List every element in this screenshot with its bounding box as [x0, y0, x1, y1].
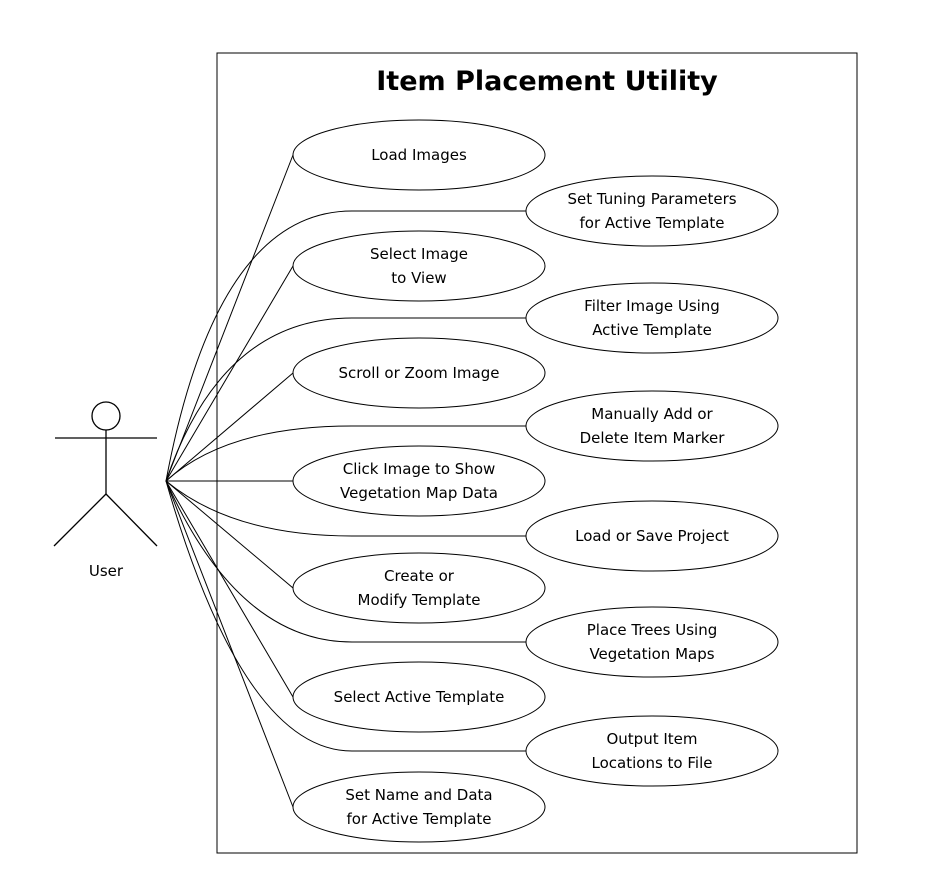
use-case-label-filter-image: Filter Image Using — [584, 297, 720, 315]
use-case-label-select-active-template: Select Active Template — [334, 688, 505, 706]
use-case-scroll-zoom-image — [292, 337, 546, 409]
use-case-load-images — [292, 119, 546, 191]
use-case-label-output-item-locations: Output Item — [606, 730, 697, 748]
use-case-label-click-image-vegetation: Vegetation Map Data — [340, 484, 498, 502]
actor-right-leg — [105, 493, 158, 547]
use-case-label-scroll-zoom-image: Scroll or Zoom Image — [339, 364, 500, 382]
use-case-click-image-vegetation — [292, 445, 546, 517]
use-case-label-add-delete-marker: Manually Add or — [591, 405, 713, 423]
association-load-save-project — [165, 480, 526, 537]
use-case-label-set-tuning-parameters: for Active Template — [579, 214, 724, 232]
use-case-select-active-template — [292, 661, 546, 733]
association-lines — [165, 154, 526, 808]
use-case-set-name-data — [292, 771, 546, 843]
use-case-create-modify-template — [292, 552, 546, 624]
use-case-label-click-image-vegetation: Click Image to Show — [343, 460, 496, 478]
use-case-label-place-trees: Place Trees Using — [587, 621, 717, 639]
use-case-label-load-save-project: Load or Save Project — [575, 527, 729, 545]
use-case-label-output-item-locations: Locations to File — [592, 754, 713, 772]
association-add-delete-marker — [165, 425, 526, 482]
use-case-label-create-modify-template: Create or — [384, 567, 455, 585]
use-case-set-tuning-parameters — [525, 175, 779, 247]
use-case-add-delete-marker — [525, 390, 779, 462]
association-set-name-data — [165, 480, 294, 808]
association-create-modify-template — [165, 480, 294, 589]
association-set-tuning-parameters — [165, 210, 526, 482]
use-case-label-select-image-to-view: Select Image — [370, 245, 468, 263]
use-case-label-place-trees: Vegetation Maps — [589, 645, 714, 663]
use-case-filter-image — [525, 282, 779, 354]
association-load-images — [165, 154, 294, 482]
use-case-select-image-to-view — [292, 230, 546, 302]
use-case-label-add-delete-marker: Delete Item Marker — [580, 429, 726, 447]
actor-left-leg — [53, 493, 107, 547]
association-select-active-template — [165, 480, 294, 698]
actor-head — [91, 401, 121, 431]
association-select-image-to-view — [165, 265, 294, 482]
use-case-label-set-tuning-parameters: Set Tuning Parameters — [567, 190, 736, 208]
use-case-place-trees — [525, 606, 779, 678]
association-output-item-locations — [165, 480, 526, 752]
use-case-label-filter-image: Active Template — [592, 321, 712, 339]
association-filter-image — [165, 317, 526, 482]
association-place-trees — [165, 480, 526, 643]
actor-user — [53, 401, 158, 547]
use-case-output-item-locations — [525, 715, 779, 787]
actor-label: User — [89, 562, 124, 580]
use-case-label-set-name-data: for Active Template — [346, 810, 491, 828]
use-case-load-save-project — [525, 500, 779, 572]
association-scroll-zoom-image — [165, 372, 294, 482]
use-case-label-select-image-to-view: to View — [391, 269, 446, 287]
use-case-label-create-modify-template: Modify Template — [358, 591, 481, 609]
use-case-label-set-name-data: Set Name and Data — [345, 786, 492, 804]
use-case-label-load-images: Load Images — [371, 146, 467, 164]
system-title: Item Placement Utility — [376, 66, 718, 97]
